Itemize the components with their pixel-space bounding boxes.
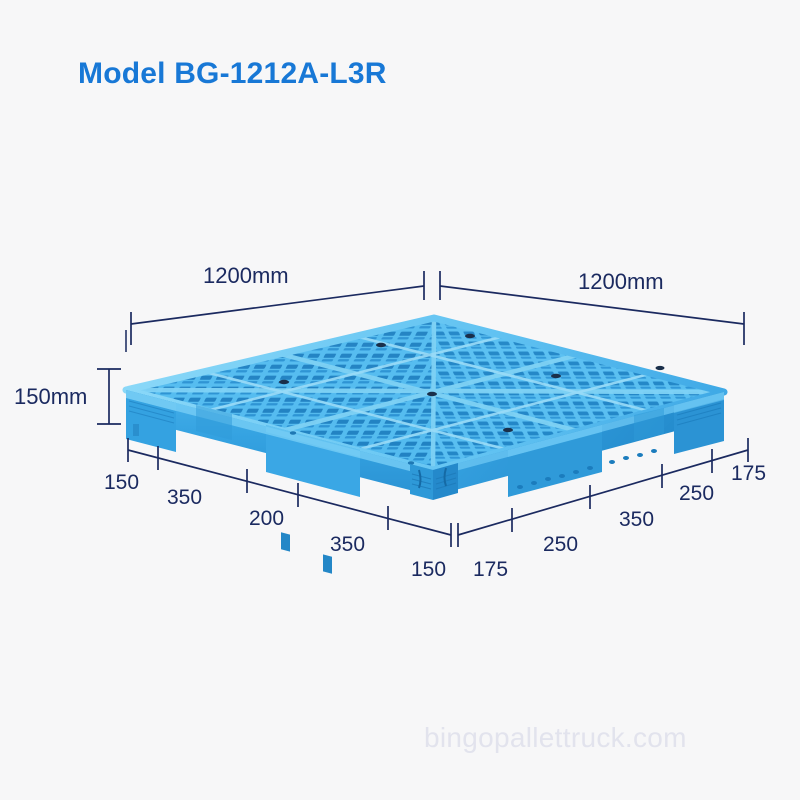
dim-left-seg-2: 200 — [249, 507, 284, 530]
deck-holes — [279, 333, 665, 433]
dim-left-seg-4: 150 — [411, 558, 446, 581]
dim-chain-left: 150 350 200 350 150 — [104, 438, 452, 581]
dim-label-height: 150mm — [14, 384, 87, 409]
dim-left-seg-1: 350 — [167, 486, 202, 509]
dim-label-top-left: 1200mm — [203, 263, 289, 288]
skirt-vent-holes — [517, 449, 657, 489]
page-title: Model BG-1212A-L3R — [78, 57, 387, 90]
dim-right-seg-0: 175 — [473, 558, 508, 581]
dim-chain-right: 175 250 350 250 175 — [457, 438, 766, 581]
dim-left-seg-0: 150 — [104, 471, 139, 494]
dim-right-seg-1: 250 — [543, 533, 578, 556]
pallet-front-corner-post — [410, 463, 458, 500]
pallet-top-deck — [122, 314, 728, 474]
dim-label-top-right: 1200mm — [578, 269, 664, 294]
dim-height-150mm: 150mm — [14, 368, 121, 425]
site-watermark: bingopallettruck.com — [424, 722, 687, 753]
dim-right-seg-4: 175 — [731, 462, 766, 485]
dim-top-left-1200: 1200mm — [130, 263, 425, 345]
dim-left-seg-3: 350 — [330, 533, 365, 556]
dim-top-right-1200: 1200mm — [439, 269, 745, 345]
dim-right-seg-3: 250 — [679, 482, 714, 505]
pallet-illustration — [122, 314, 728, 574]
dim-right-seg-2: 350 — [619, 508, 654, 531]
pallet-back-legs — [196, 405, 664, 441]
